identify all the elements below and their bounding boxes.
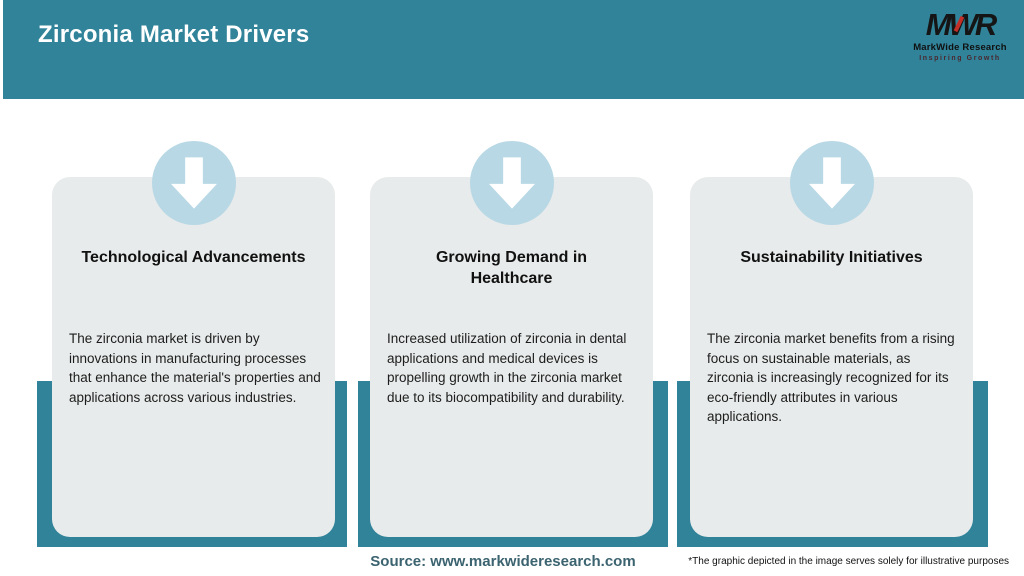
- card-title: Growing Demand in Healthcare: [435, 249, 588, 287]
- driver-card-sustainability-initiatives: Sustainability Initiatives The zirconia …: [690, 177, 973, 537]
- source-text: Source: www.markwideresearch.com: [370, 553, 636, 570]
- driver-card-growing-demand-healthcare: Growing Demand in Healthcare Increased u…: [370, 177, 653, 537]
- down-arrow-glyph: [809, 157, 855, 209]
- logo-tagline: Inspiring Growth: [919, 55, 1001, 62]
- down-arrow-icon: [470, 141, 554, 225]
- driver-card-technological-advancements: Technological Advancements The zirconia …: [52, 177, 335, 537]
- logo-monogram: MWR: [908, 8, 1012, 41]
- card-body: Increased utilization of zirconia in den…: [387, 331, 627, 405]
- down-arrow-icon: [790, 141, 874, 225]
- card-body: The zirconia market is driven by innovat…: [69, 331, 321, 405]
- down-arrow-glyph: [489, 157, 535, 209]
- logo-company-name: MarkWide Research: [913, 42, 1007, 53]
- card-body: The zirconia market benefits from a risi…: [707, 331, 955, 424]
- disclaimer-text: *The graphic depicted in the image serve…: [688, 556, 1009, 567]
- card-title: Sustainability Initiatives: [740, 249, 923, 266]
- page-title: Zirconia Market Drivers: [38, 21, 310, 48]
- header-banner: Zirconia Market Drivers MWR MarkWide Res…: [3, 0, 1024, 99]
- down-arrow-icon: [152, 141, 236, 225]
- card-title: Technological Advancements: [81, 249, 306, 266]
- markwide-research-logo: MWR MarkWide Research Inspiring Growth: [908, 8, 1012, 62]
- down-arrow-glyph: [171, 157, 217, 209]
